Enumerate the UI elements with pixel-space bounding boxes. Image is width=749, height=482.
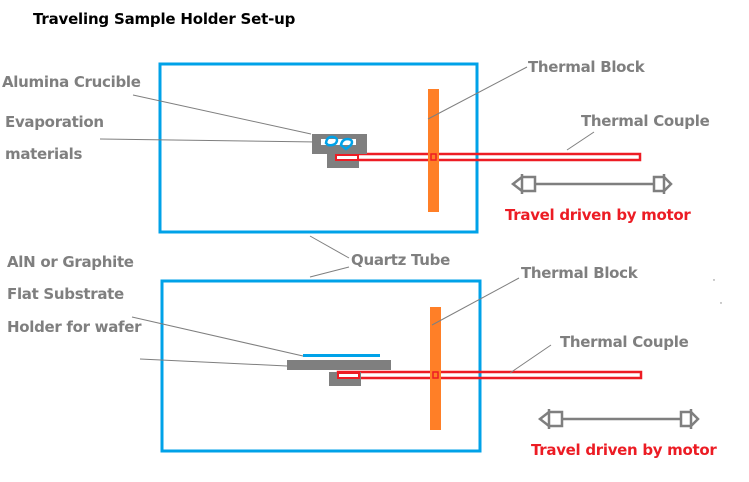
label-bottom-motor: Travel driven by motor [531, 441, 717, 459]
leader-bottom-thermal-couple [509, 344, 552, 374]
top-quartz-tube [158, 62, 479, 234]
bottom-double-arrow-icon [537, 409, 700, 429]
top-double-arrow-icon [510, 174, 673, 194]
label-evaporation-line1: Evaporation [5, 113, 104, 131]
evaporation-material-icon [324, 135, 354, 151]
leader-bottom-thermal-block [431, 277, 520, 326]
top-thermal-block [428, 89, 439, 212]
leader-quartz-top [309, 235, 350, 259]
label-bottom-thermal-block: Thermal Block [521, 264, 638, 282]
bottom-thermocouple-through-block [432, 371, 439, 379]
leader-top-thermal-couple [566, 131, 595, 151]
top-thermocouple-tip [335, 154, 359, 161]
label-holder-line3: Holder for wafer [7, 318, 142, 336]
top-crucible-cavity [321, 139, 356, 145]
leader-quartz-bottom [309, 266, 350, 278]
top-setup [99, 62, 673, 234]
leader-holder [139, 358, 288, 367]
label-quartz-tube: Quartz Tube [351, 251, 450, 269]
bottom-setup [131, 277, 722, 453]
label-top-thermal-couple: Thermal Couple [581, 112, 710, 130]
leader-holder-wafer [131, 316, 304, 357]
bottom-quartz-tube [160, 279, 482, 453]
leader-crucible [132, 94, 312, 135]
label-top-thermal-block: Thermal Block [528, 58, 645, 76]
bottom-wafer [303, 354, 380, 357]
label-evaporation-line2: materials [5, 145, 83, 163]
bottom-substrate-holder [287, 360, 391, 370]
label-top-motor: Travel driven by motor [505, 206, 691, 224]
bottom-thermal-block [430, 307, 441, 430]
leader-top-thermal-block [427, 66, 528, 120]
top-thermocouple-through-block [430, 153, 437, 161]
bottom-thermocouple [336, 370, 643, 380]
label-bottom-thermal-couple: Thermal Couple [560, 333, 689, 351]
leader-evaporation [99, 138, 319, 143]
bottom-thermocouple-tip [337, 372, 360, 379]
label-holder-line1: AlN or Graphite [7, 253, 134, 271]
label-holder-line2: Flat Substrate [7, 285, 124, 303]
label-alumina-crucible: Alumina Crucible [2, 73, 141, 91]
diagram-title: Traveling Sample Holder Set-up [33, 10, 296, 28]
top-thermocouple [334, 152, 642, 162]
